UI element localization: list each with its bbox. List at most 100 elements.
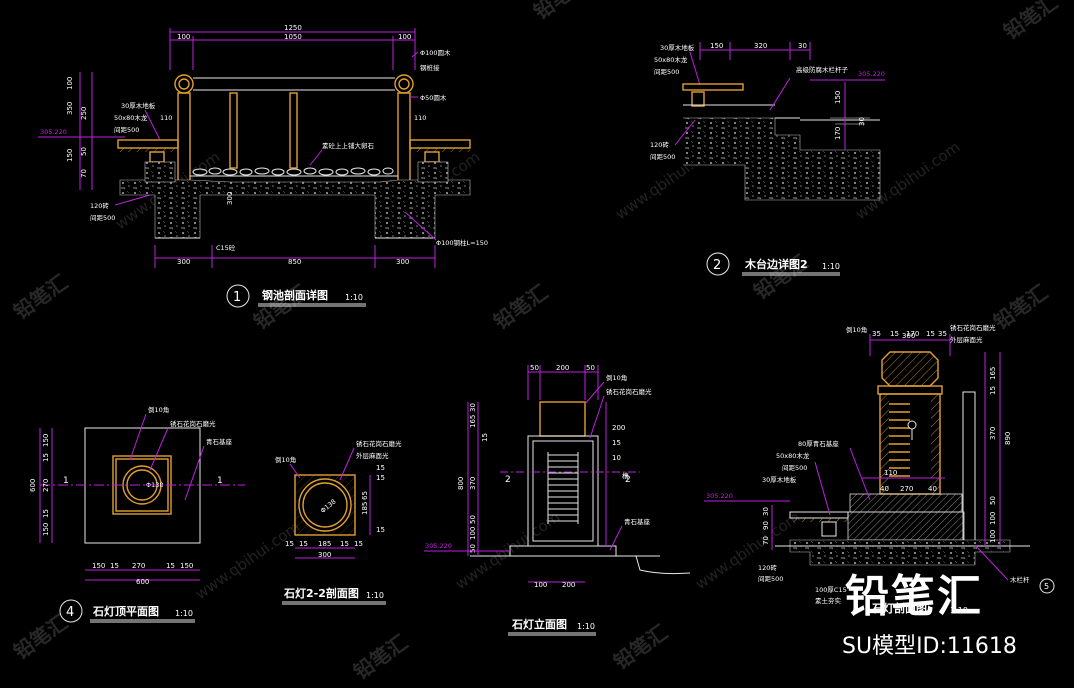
dim-h7: 100 — [989, 530, 997, 543]
brand-logo: 铅笔汇 — [845, 571, 983, 622]
watermark: 铅笔汇 — [9, 270, 72, 324]
label-gap: 间距500 — [654, 68, 679, 76]
drawing-1-pond-section: 1250 100 1050 100 100 350 250 150 50 70 … — [38, 24, 488, 308]
drawing-title: 石灯2-2剖面图 — [283, 586, 359, 600]
section-mark: 2 — [505, 475, 511, 485]
dim-b: 200 — [556, 364, 569, 372]
dim-a: 150 — [92, 562, 105, 570]
section-mark: 2 — [625, 475, 631, 485]
dim-h5: 50 — [989, 496, 997, 505]
drawing-scale: 1:10 — [822, 262, 840, 271]
dim-h3: 30 — [858, 117, 866, 126]
dim-b: 15 — [110, 562, 119, 570]
dim-side: 10 — [612, 454, 621, 462]
dim-v110: 110 — [884, 469, 897, 477]
label-chamfer: 倒10角 — [275, 455, 296, 464]
drawing-title: 石灯顶平面图 — [92, 604, 159, 618]
dim-h3: 370 — [989, 427, 997, 440]
dim-w: 600 — [136, 578, 149, 586]
dim-h2: 15 — [989, 386, 997, 395]
dim-htot: 600 — [29, 479, 37, 492]
dim-a: 15 — [285, 540, 294, 548]
label-base: 青石基座 — [624, 517, 651, 526]
label-brick: 120砖 — [650, 140, 669, 149]
dim-d: 15 — [166, 562, 175, 570]
label-soil: 素土夯实 — [815, 596, 842, 605]
elevation-label: 305.220 — [858, 70, 885, 78]
dim-mid: 1050 — [284, 33, 302, 41]
dim-h3: 15 — [376, 526, 385, 534]
watermark-url: www.qbihui.com — [692, 508, 803, 594]
label-edge: 高级防腐木栏杆子 — [796, 65, 849, 74]
dim-a: 35 — [872, 330, 881, 338]
watermark: 铅笔汇 — [349, 630, 412, 684]
label-brick: 120砖 — [758, 563, 777, 572]
label-stone: 锈石花岗石磨光 — [356, 439, 402, 448]
dim-w: 300 — [902, 332, 915, 340]
dim-h7: 50 — [469, 544, 477, 553]
label-base: 80厚青石基座 — [798, 439, 839, 448]
label-wood: 30厚木地板 — [762, 475, 797, 484]
dim-h1: 100 — [66, 77, 74, 90]
dim-h1: 15 — [376, 474, 385, 482]
label-wood: 30厚木地板 — [660, 43, 695, 52]
dim-bl: 300 — [177, 258, 190, 266]
dim-w: 300 — [318, 551, 331, 559]
watermark: 铅笔汇 — [529, 0, 592, 24]
dim-c: 270 — [132, 562, 145, 570]
drawing-scale: 1:10 — [175, 609, 193, 618]
dim-e: 150 — [180, 562, 193, 570]
dim-h2: 15 — [42, 453, 50, 462]
dim-h7: 300 — [226, 192, 234, 205]
drawing-title: 钢池剖面详图 — [262, 288, 328, 302]
drawing-number: 5 — [1044, 582, 1049, 591]
label-chamfer: 倒10角 — [846, 325, 867, 334]
dim-hb: 800 — [457, 477, 465, 490]
label-base: 青石基座 — [206, 437, 233, 446]
watermark: 铅笔汇 — [999, 0, 1062, 44]
label-110b: 110 — [160, 114, 172, 122]
label-pipe2: Φ50圆木 — [420, 93, 447, 102]
dim-b: 15 — [890, 330, 899, 338]
dim-h1: 150 — [834, 91, 842, 104]
drawing-title: 石灯剖面图 — [871, 601, 927, 615]
label-stone: 锈石花岗石磨光 — [606, 387, 652, 396]
drawing-scale: 1:10 — [950, 606, 968, 615]
label-110: 110 — [414, 114, 426, 122]
label-face: 外层麻面光 — [950, 335, 983, 344]
label-slot: 槽 — [622, 471, 629, 480]
dim-e: 35 — [938, 330, 947, 338]
label-c15: C15砼 — [216, 243, 236, 252]
watermark: 铅笔汇 — [489, 280, 552, 334]
dim-h5: 50 — [80, 147, 88, 156]
dim-h2: 170 — [834, 127, 842, 140]
dim-h5: 65 — [361, 491, 369, 500]
dim-h3: 250 — [80, 107, 88, 120]
dim-total: 1250 — [284, 24, 302, 32]
elevation-label: 305.220 — [425, 542, 452, 550]
dim-c: 30 — [798, 42, 807, 50]
watermark: 铅笔汇 — [989, 280, 1052, 334]
dim-h2: 165 — [469, 415, 477, 428]
drawing-number: 4 — [66, 605, 74, 620]
label-wood: 30厚木地板 — [121, 101, 156, 110]
dim-bot2: 200 — [562, 581, 575, 589]
dim-h4: 15 — [376, 464, 385, 472]
dim-c: 185 — [318, 540, 331, 548]
dim-v30: 30 — [762, 507, 770, 516]
drawing-scale: 1:10 — [577, 622, 595, 631]
dim-v40b: 40 — [928, 485, 937, 493]
dim-h2: 185 — [361, 502, 369, 515]
elevation-label: 305.220 — [40, 128, 67, 136]
drawing-4-lamp-top-plan: Φ138 1 1 600 150 15 270 15 150 150 15 27… — [29, 405, 245, 623]
dim-d: 15 — [340, 540, 349, 548]
dim-v70: 70 — [762, 536, 770, 545]
section-mark: 1 — [217, 476, 223, 486]
drawing-number-circle — [226, 284, 250, 308]
dim-h4: 15 — [42, 509, 50, 518]
drawing-lamp-elevation: 50 200 50 800 30 165 15 370 50 100 50 2 — [424, 364, 691, 636]
drawing-number: 1 — [233, 290, 241, 305]
label-steel: Φ100钢柱L=150 — [436, 238, 488, 247]
dim-br: 300 — [396, 258, 409, 266]
